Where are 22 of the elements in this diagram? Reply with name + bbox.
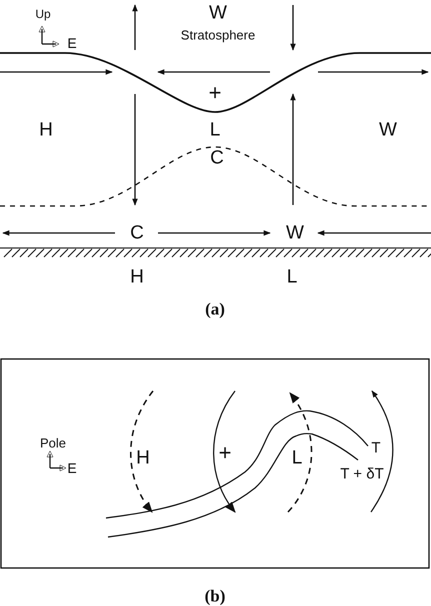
isotherm-label: T + δT: [340, 466, 384, 482]
axis-label: E: [67, 36, 77, 50]
region-label: C: [210, 148, 224, 168]
panel-label: (b): [204, 588, 226, 604]
pressure-label: H: [136, 448, 150, 468]
region-label: C: [130, 224, 144, 242]
plus-sign: +: [208, 82, 222, 104]
isotherm-label: T: [371, 440, 381, 456]
region-label: W: [286, 224, 304, 242]
plus-sign: +: [218, 442, 232, 464]
axis-label: Up: [35, 8, 51, 20]
axis-label: Pole: [40, 436, 66, 450]
panel-label: (a): [205, 300, 225, 318]
layer-label: Stratosphere: [180, 28, 256, 42]
region-label: W: [209, 4, 227, 22]
pressure-label: L: [286, 268, 298, 286]
region-label: W: [379, 120, 397, 140]
pressure-label: H: [39, 120, 53, 140]
pressure-label: L: [292, 448, 302, 468]
axis-label: E: [67, 461, 77, 475]
pressure-label: L: [210, 120, 220, 140]
pressure-label: H: [130, 268, 144, 286]
